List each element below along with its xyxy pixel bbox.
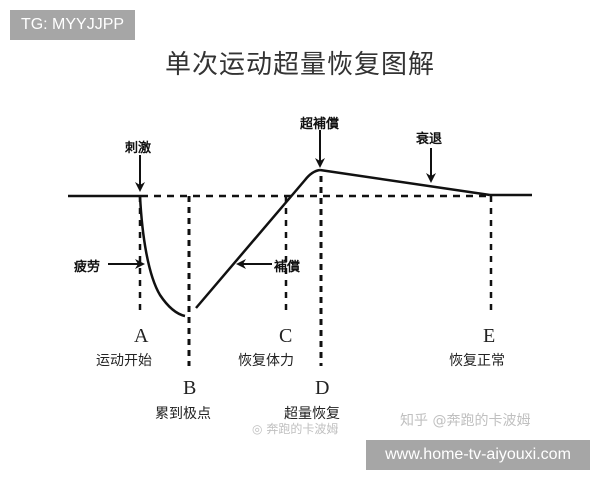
fatigue-curve xyxy=(138,195,186,318)
weibo-icon: ◎ xyxy=(252,422,263,436)
marker-e-letter: E xyxy=(483,325,496,347)
marker-b-letter: B xyxy=(183,377,197,399)
supercompensation-label: 超補償 xyxy=(300,117,340,132)
telegram-badge: TG: MYYJJPP xyxy=(10,10,135,40)
recovery-line xyxy=(195,168,321,309)
zhihu-watermark: 知乎 @奔跑的卡波姆 xyxy=(400,413,531,429)
site-url-badge: www.home-tv-aiyouxi.com xyxy=(366,440,590,470)
marker-c-letter: C xyxy=(279,325,293,347)
decline-line xyxy=(319,168,491,197)
compensation-label: 補償 xyxy=(274,260,301,275)
diagram-title: 单次运动超量恢复图解 xyxy=(164,50,435,80)
marker-b-caption: 累到极点 xyxy=(155,406,211,422)
marker-c-caption: 恢复体力 xyxy=(238,353,294,369)
marker-d-letter: D xyxy=(315,377,330,399)
marker-d-caption: 超量恢复 xyxy=(284,406,340,422)
marker-a-caption: 运动开始 xyxy=(96,353,152,369)
marker-a-letter: A xyxy=(134,325,149,347)
weibo-watermark: ◎ 奔跑的卡波姆 xyxy=(252,420,338,437)
decline-label: 衰退 xyxy=(416,132,443,147)
weibo-watermark-text: 奔跑的卡波姆 xyxy=(266,422,339,436)
marker-e-caption: 恢复正常 xyxy=(449,353,505,369)
stimulus-label: 刺激 xyxy=(125,141,152,156)
fatigue-label: 疲劳 xyxy=(74,260,101,275)
